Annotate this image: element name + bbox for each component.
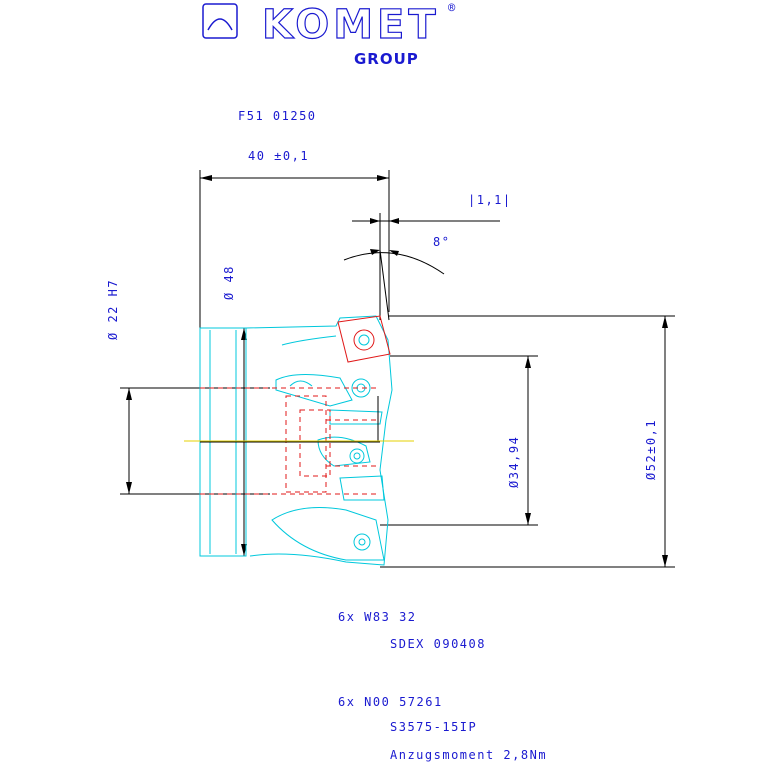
length-value: 40 ±0,1 xyxy=(248,149,309,163)
part-number: F51 01250 xyxy=(238,109,317,123)
note-screws-count: 6x N00 57261 xyxy=(338,695,443,709)
chip-pocket-3 xyxy=(271,507,385,561)
bore-hidden-lines xyxy=(200,387,380,495)
outer-diameter-dimension: Ø52±0,1 xyxy=(380,315,675,568)
tolerance-dimension: |1,1| xyxy=(352,193,512,320)
angle-value: 8° xyxy=(433,235,450,249)
note-inserts-count: 6x W83 32 xyxy=(338,610,417,624)
hub-value: Ø 48 xyxy=(222,265,236,300)
komet-logo: KOMET ® GROUP xyxy=(202,1,457,68)
logo-emblem-icon xyxy=(202,3,238,39)
chip-pocket-2 xyxy=(317,436,371,467)
note-torque: Anzugsmoment 2,8Nm xyxy=(390,748,547,762)
tolerance-value: |1,1| xyxy=(468,193,512,207)
outer-diameter-value: Ø52±0,1 xyxy=(644,419,658,480)
chip-pocket-1 xyxy=(275,373,353,407)
bore-dimension: Ø 22 H7 xyxy=(106,279,270,495)
inner-diameter-value: Ø34,94 xyxy=(507,436,521,488)
cutting-insert xyxy=(337,315,391,363)
inner-diameter-dimension: Ø34,94 xyxy=(380,355,538,526)
screw-1-icon xyxy=(351,378,371,398)
length-dimension: 40 ±0,1 xyxy=(199,149,390,328)
logo-registered-mark: ® xyxy=(448,1,457,15)
logo-group: GROUP xyxy=(354,50,419,68)
note-screws-type: S3575-15IP xyxy=(390,720,477,734)
bore-value: Ø 22 H7 xyxy=(106,279,120,340)
logo-brand: KOMET xyxy=(262,2,440,48)
screw-2-icon xyxy=(349,448,365,464)
angle-dimension: 8° xyxy=(343,235,450,321)
logo-arc-icon xyxy=(207,18,233,31)
hub-dimension: Ø 48 xyxy=(222,265,247,556)
note-inserts-type: SDEX 090408 xyxy=(390,637,486,651)
screw-3-icon xyxy=(353,533,371,551)
